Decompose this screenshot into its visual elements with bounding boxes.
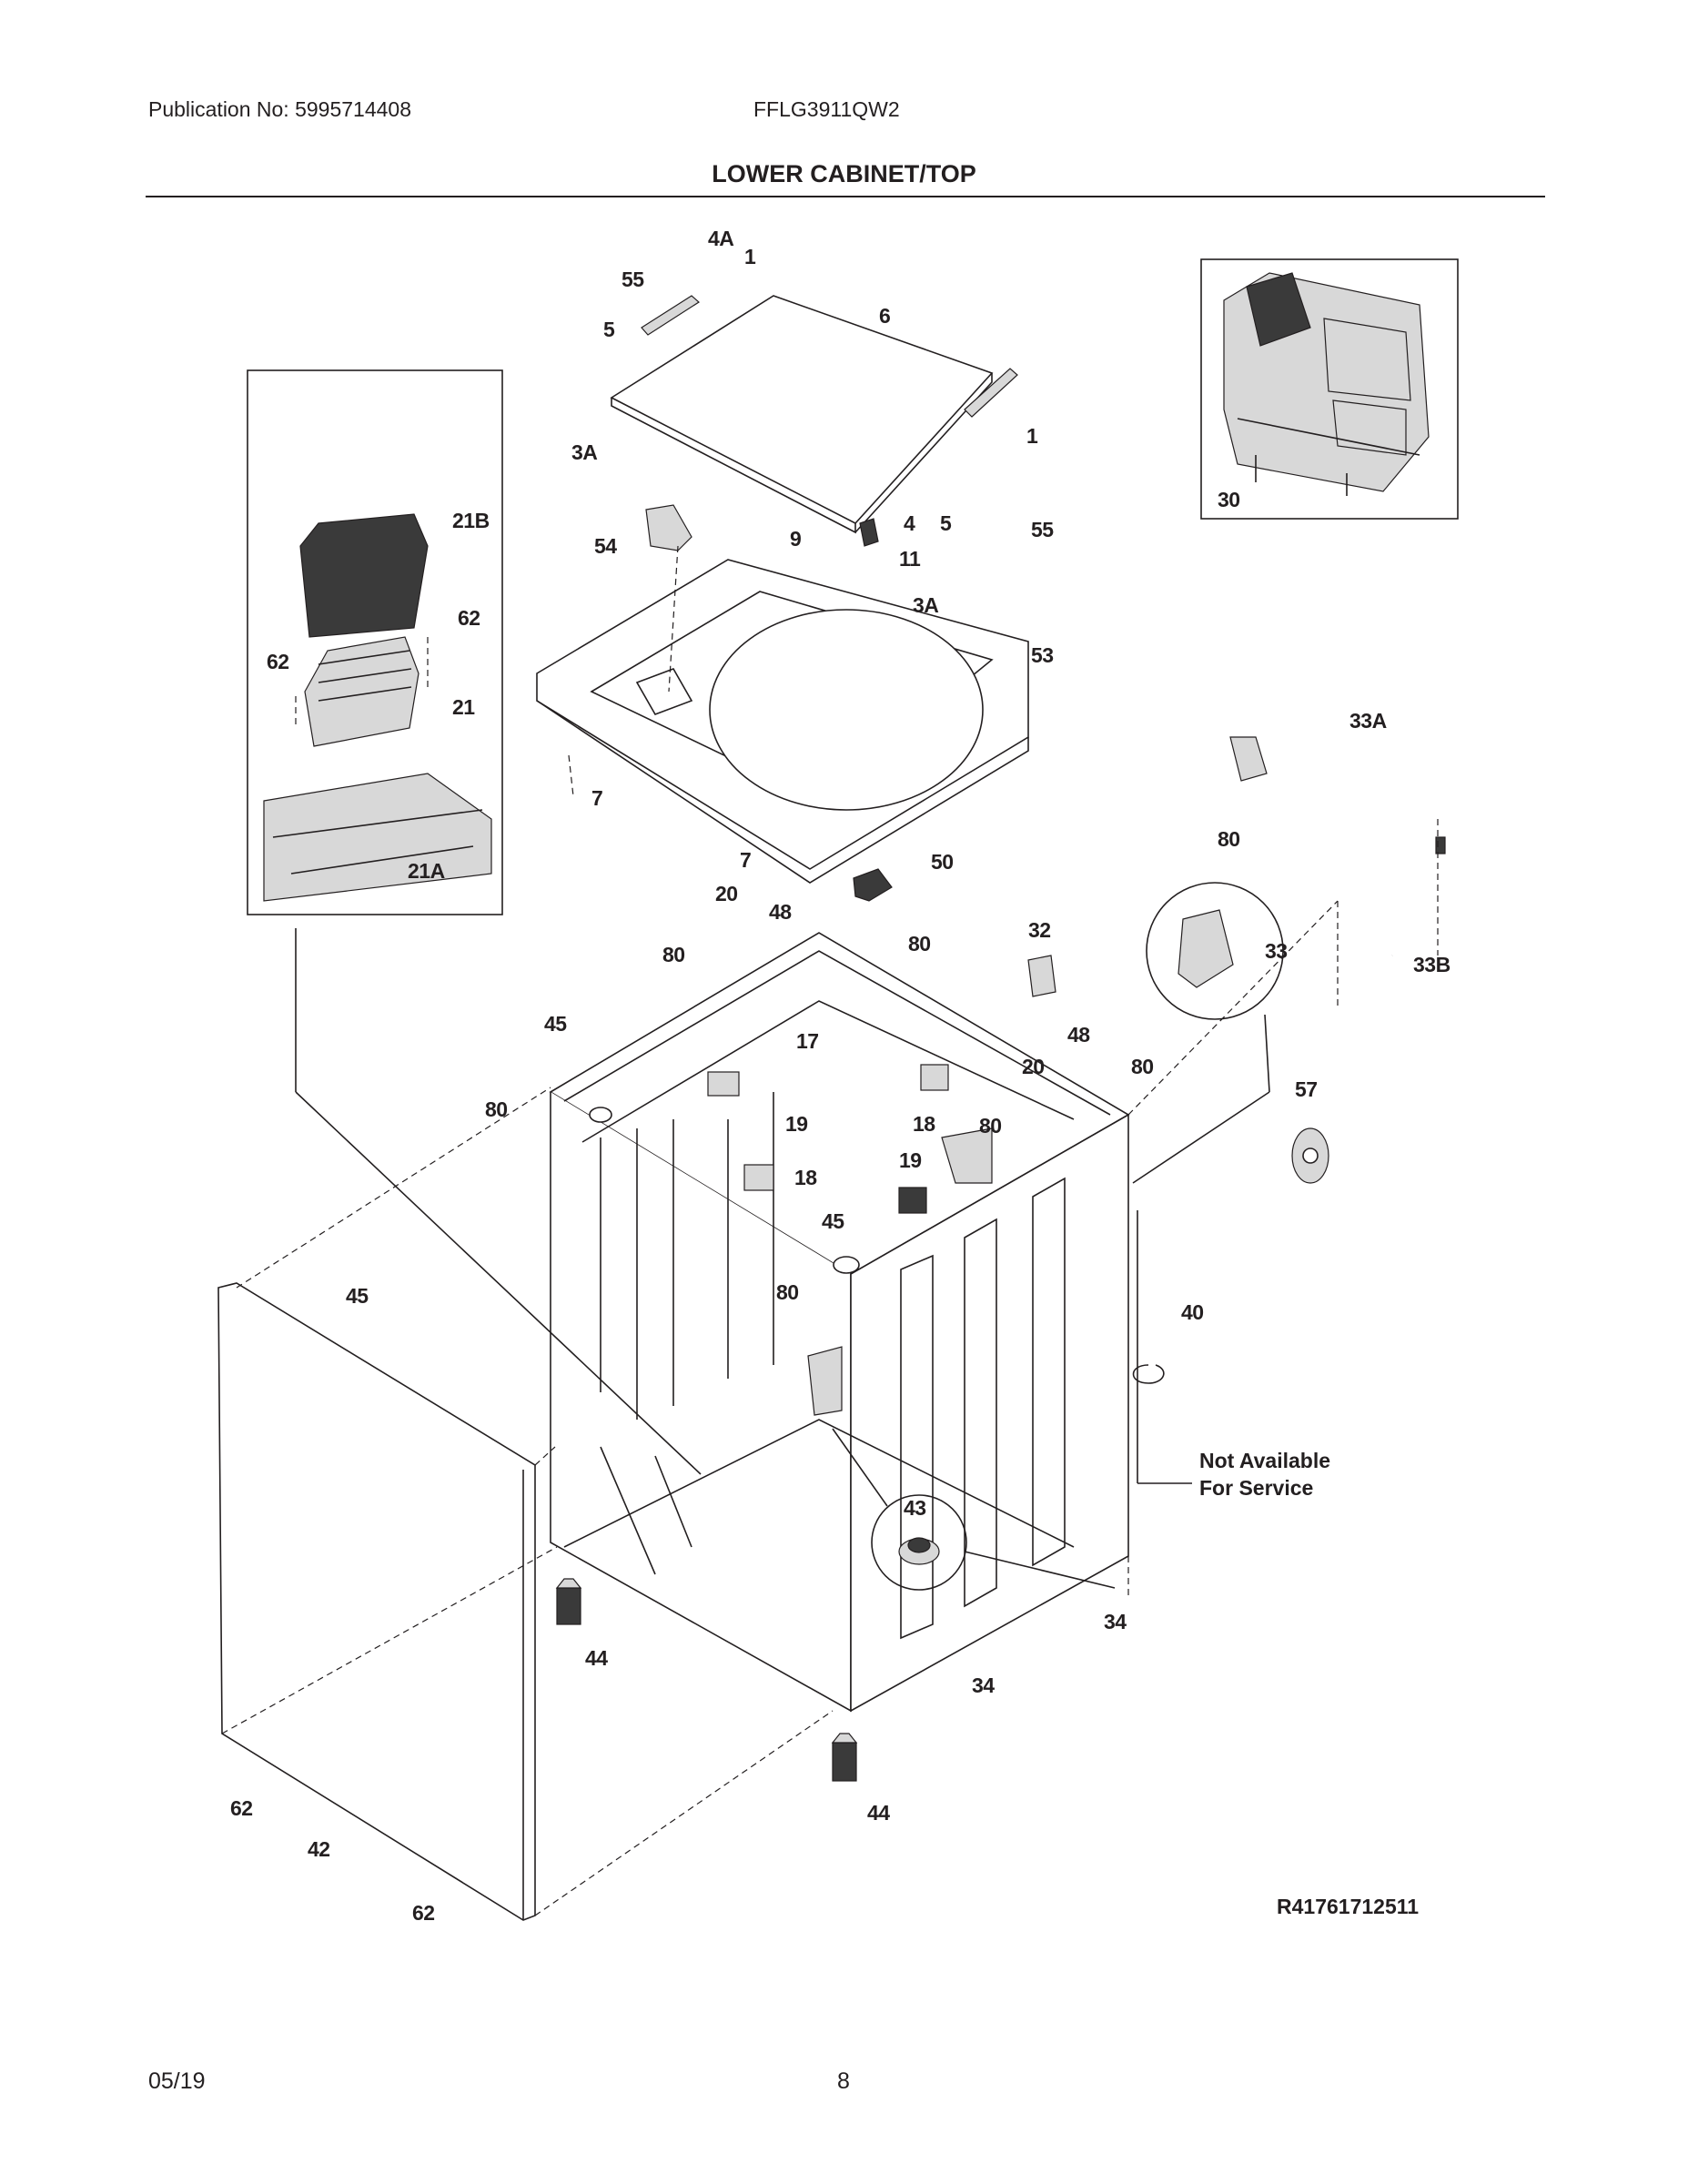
callout-4: 4 bbox=[904, 511, 915, 535]
callout-18: 18 bbox=[913, 1112, 935, 1136]
callout-62: 62 bbox=[267, 650, 289, 673]
callout-9: 9 bbox=[790, 527, 801, 551]
callout-45: 45 bbox=[346, 1284, 369, 1308]
leveling-legs bbox=[555, 1578, 858, 1782]
callout-50: 50 bbox=[931, 850, 954, 874]
callout-4a: 4A bbox=[708, 227, 733, 250]
model-number: FFLG3911QW2 bbox=[753, 97, 900, 121]
callout-80: 80 bbox=[908, 932, 931, 956]
callout-30: 30 bbox=[1218, 488, 1240, 511]
inset-21-assembly bbox=[247, 369, 503, 915]
callout-34: 34 bbox=[972, 1673, 995, 1697]
inset-30-control-board bbox=[1200, 258, 1459, 520]
callout-5: 5 bbox=[940, 511, 952, 535]
callout-33: 33 bbox=[1265, 939, 1288, 963]
callout-80: 80 bbox=[485, 1097, 508, 1121]
callout-19: 19 bbox=[785, 1112, 808, 1136]
callout-21: 21 bbox=[452, 695, 475, 719]
callout-62: 62 bbox=[412, 1901, 435, 1925]
callout-48: 48 bbox=[769, 900, 792, 924]
callout-32: 32 bbox=[1028, 918, 1051, 942]
front-panel bbox=[217, 1282, 536, 1921]
callout-57: 57 bbox=[1295, 1077, 1318, 1101]
callout-11: 11 bbox=[899, 547, 921, 571]
detail-circles bbox=[871, 882, 1284, 1591]
callout-43: 43 bbox=[904, 1496, 926, 1520]
title-rule bbox=[146, 196, 1545, 197]
washer-lid bbox=[610, 295, 994, 534]
callout-1: 1 bbox=[744, 245, 756, 268]
hose-and-small-parts bbox=[1132, 736, 1446, 1384]
callout-3a: 3A bbox=[571, 440, 597, 464]
callout-33b: 33B bbox=[1413, 953, 1450, 976]
not-available-note: Not Available For Service bbox=[1199, 1449, 1330, 1500]
callout-17: 17 bbox=[796, 1029, 819, 1053]
callout-5: 5 bbox=[603, 318, 615, 341]
not-available-line-1: Not Available bbox=[1199, 1449, 1330, 1472]
callout-40: 40 bbox=[1181, 1300, 1204, 1324]
leader-lines bbox=[221, 545, 1439, 1916]
callout-80: 80 bbox=[776, 1280, 799, 1304]
footer-page-number: 8 bbox=[837, 2068, 850, 2094]
callout-45: 45 bbox=[544, 1012, 567, 1036]
callout-44: 44 bbox=[867, 1801, 890, 1825]
callout-7: 7 bbox=[591, 786, 602, 810]
callout-6: 6 bbox=[879, 304, 890, 328]
callout-21b: 21B bbox=[452, 509, 490, 532]
callout-42: 42 bbox=[308, 1837, 330, 1861]
callout-62: 62 bbox=[230, 1796, 253, 1820]
callout-48: 48 bbox=[1067, 1023, 1090, 1046]
callout-7: 7 bbox=[740, 848, 751, 872]
callout-34: 34 bbox=[1104, 1610, 1127, 1633]
lower-cabinet bbox=[549, 932, 1130, 1713]
callout-21a: 21A bbox=[408, 859, 445, 883]
callout-3a: 3A bbox=[913, 593, 938, 617]
callout-53: 53 bbox=[1031, 643, 1054, 667]
callout-80: 80 bbox=[1218, 827, 1240, 851]
reference-code: R41761712511 bbox=[1277, 1895, 1419, 1918]
callout-55: 55 bbox=[622, 268, 644, 291]
callout-54: 54 bbox=[594, 534, 617, 558]
callout-62: 62 bbox=[458, 606, 480, 630]
callout-1: 1 bbox=[1026, 424, 1038, 448]
callout-44: 44 bbox=[585, 1646, 608, 1670]
callout-55: 55 bbox=[1031, 518, 1054, 541]
callout-33a: 33A bbox=[1349, 709, 1387, 733]
callout-20: 20 bbox=[1022, 1055, 1045, 1078]
callout-20: 20 bbox=[715, 882, 738, 905]
callout-18: 18 bbox=[794, 1166, 817, 1189]
small-parts bbox=[641, 295, 1056, 997]
callout-80: 80 bbox=[1131, 1055, 1154, 1078]
not-available-line-2: For Service bbox=[1199, 1476, 1313, 1500]
section-title: LOWER CABINET/TOP bbox=[712, 160, 976, 187]
callout-labels: 4A 1 55 5 6 3A 1 4 5 55 9 11 3A 54 53 7 … bbox=[230, 227, 1450, 1925]
callout-45: 45 bbox=[822, 1209, 844, 1233]
callout-80: 80 bbox=[662, 943, 685, 966]
top-panel bbox=[536, 559, 1029, 884]
publication-number: Publication No: 5995714408 bbox=[148, 97, 412, 121]
footer-date: 05/19 bbox=[148, 2068, 206, 2094]
callout-80: 80 bbox=[979, 1114, 1002, 1138]
callout-19: 19 bbox=[899, 1148, 922, 1172]
